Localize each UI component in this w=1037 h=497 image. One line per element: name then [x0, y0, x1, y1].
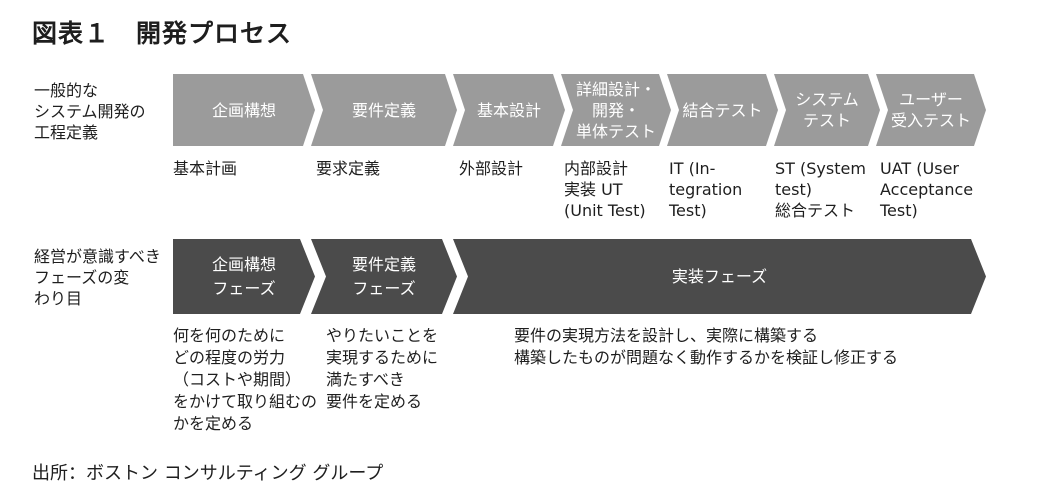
process-desc-4: 内部設計 実装 UT (Unit Test) [564, 159, 646, 220]
phase-user-acceptance-test-label: ユーザー 受入テスト [890, 90, 971, 130]
phase-integration-test-label: 結合テスト [682, 100, 763, 120]
process-desc-2: 要求定義 [316, 159, 381, 178]
phase-implementation-management-label: 実装フェーズ [671, 266, 768, 286]
phase-user-acceptance-test: ユーザー 受入テスト [876, 74, 986, 146]
process-desc-1: 基本計画 [173, 159, 238, 178]
phase-basic-design-label: 基本設計 [476, 100, 541, 120]
source-note: 出所：ボストン コンサルティング グループ [32, 463, 384, 484]
phase-system-test: システム テスト [774, 74, 880, 146]
phase-planning-management: 企画構想 フェーズ [173, 239, 315, 314]
phase-requirements-management: 要件定義 フェーズ [311, 239, 457, 314]
management-desc-1: 何を何のために どの程度の労力 （コストや期間） をかけて取り組むの かを定める [173, 326, 318, 433]
figure-title: 図表１ 開発プロセス [32, 19, 293, 48]
phase-detailed-design: 詳細設計・ 開発・ 単体テスト [561, 74, 671, 146]
phase-detailed-design-label: 詳細設計・ 開発・ 単体テスト [575, 79, 656, 141]
process-desc-7: UAT (User Acceptance Test) [880, 159, 974, 220]
phase-planning: 企画構想 [173, 74, 315, 146]
phase-requirements-label: 要件定義 [351, 100, 416, 120]
process-desc-6: ST (System test) 総合テスト [775, 159, 866, 220]
process-row-label: 一般的な システム開発の 工程定義 [34, 81, 146, 142]
phase-planning-management-label: 企画構想 フェーズ [211, 254, 276, 298]
phase-implementation-management: 実装フェーズ [453, 239, 986, 314]
process-desc-5: IT (In- tegration Test) [669, 159, 743, 220]
management-desc-2: やりたいことを 実現するために 満たすべき 要件を定める [326, 326, 439, 411]
phase-system-test-label: システム テスト [795, 90, 859, 130]
process-desc-3: 外部設計 [459, 159, 524, 178]
phase-planning-label: 企画構想 [211, 100, 276, 120]
management-desc-3: 要件の実現方法を設計し、実際に構築する 構築したものが問題なく動作するかを検証し… [514, 326, 899, 367]
phase-requirements-management-label: 要件定義 フェーズ [351, 254, 416, 298]
phase-integration-test: 結合テスト [667, 74, 778, 146]
management-row-label: 経営が意識すべき フェーズの変 わり目 [34, 247, 161, 308]
phase-basic-design: 基本設計 [453, 74, 565, 146]
phase-requirements: 要件定義 [311, 74, 457, 146]
